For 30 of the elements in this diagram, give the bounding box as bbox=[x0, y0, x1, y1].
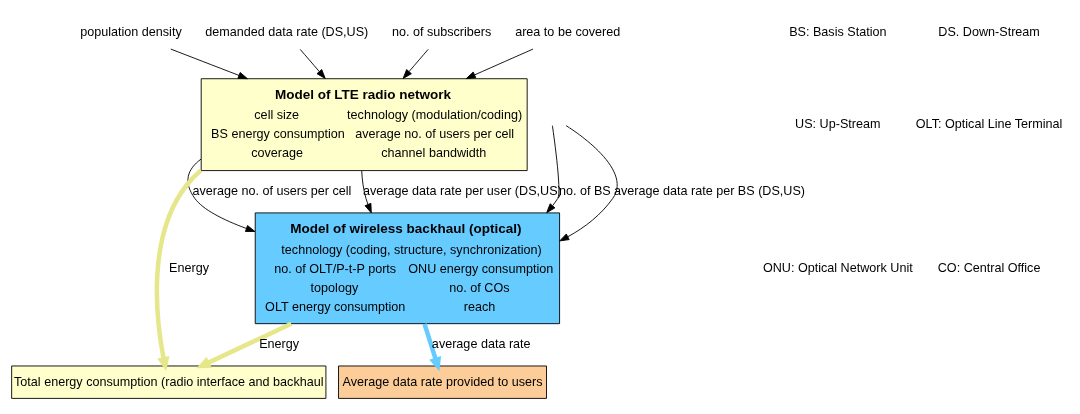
arrow bbox=[154, 168, 203, 371]
label: US: Up-Stream bbox=[795, 116, 881, 131]
arrow bbox=[422, 322, 442, 371]
arrow bbox=[559, 124, 618, 241]
edge-label: average data rate bbox=[431, 336, 531, 351]
arrow bbox=[402, 48, 429, 79]
label: OLT: Optical Line Terminal bbox=[915, 116, 1063, 131]
arrow bbox=[187, 158, 256, 232]
label: BS: Basis Station bbox=[789, 24, 887, 39]
node-text: area to be covered bbox=[515, 24, 621, 39]
node-text: population density bbox=[80, 24, 182, 39]
edge-label: average no. of users per cell bbox=[192, 183, 352, 198]
arrow bbox=[546, 124, 560, 213]
node-box: Model of LTE radio network cell size technology (modulation/coding) BS energy consumption average no. of users per cell coverage channel bandwidth bbox=[200, 77, 528, 171]
arrow bbox=[170, 48, 248, 79]
label: DS. Down-Stream bbox=[938, 24, 1040, 39]
node-text: demanded data rate (DS,US) bbox=[205, 24, 369, 39]
node-text: no. of subscribers bbox=[391, 24, 492, 39]
label: ONU: Optical Network Unit bbox=[762, 260, 913, 275]
node-box: Total energy consumption (radio interface and backhaul bbox=[11, 365, 327, 399]
arrow bbox=[465, 48, 534, 79]
edge-label: Energy bbox=[169, 260, 209, 275]
edge-label: average data rate per BS (DS,US) bbox=[613, 183, 806, 198]
edge-label: Energy bbox=[259, 336, 300, 351]
node-box: Model of wireless backhaul (optical) technology (coding, structure, synchronization) no. of OLT/P-t-P ports ONU energy consumption topology no. of COs OLT energy consumption reach bbox=[254, 211, 561, 324]
arrow bbox=[196, 321, 293, 368]
node-box: Average data rate provided to users bbox=[338, 365, 547, 399]
label: CO: Central Office bbox=[937, 260, 1041, 275]
arrow bbox=[361, 169, 372, 213]
arrow bbox=[299, 48, 326, 79]
